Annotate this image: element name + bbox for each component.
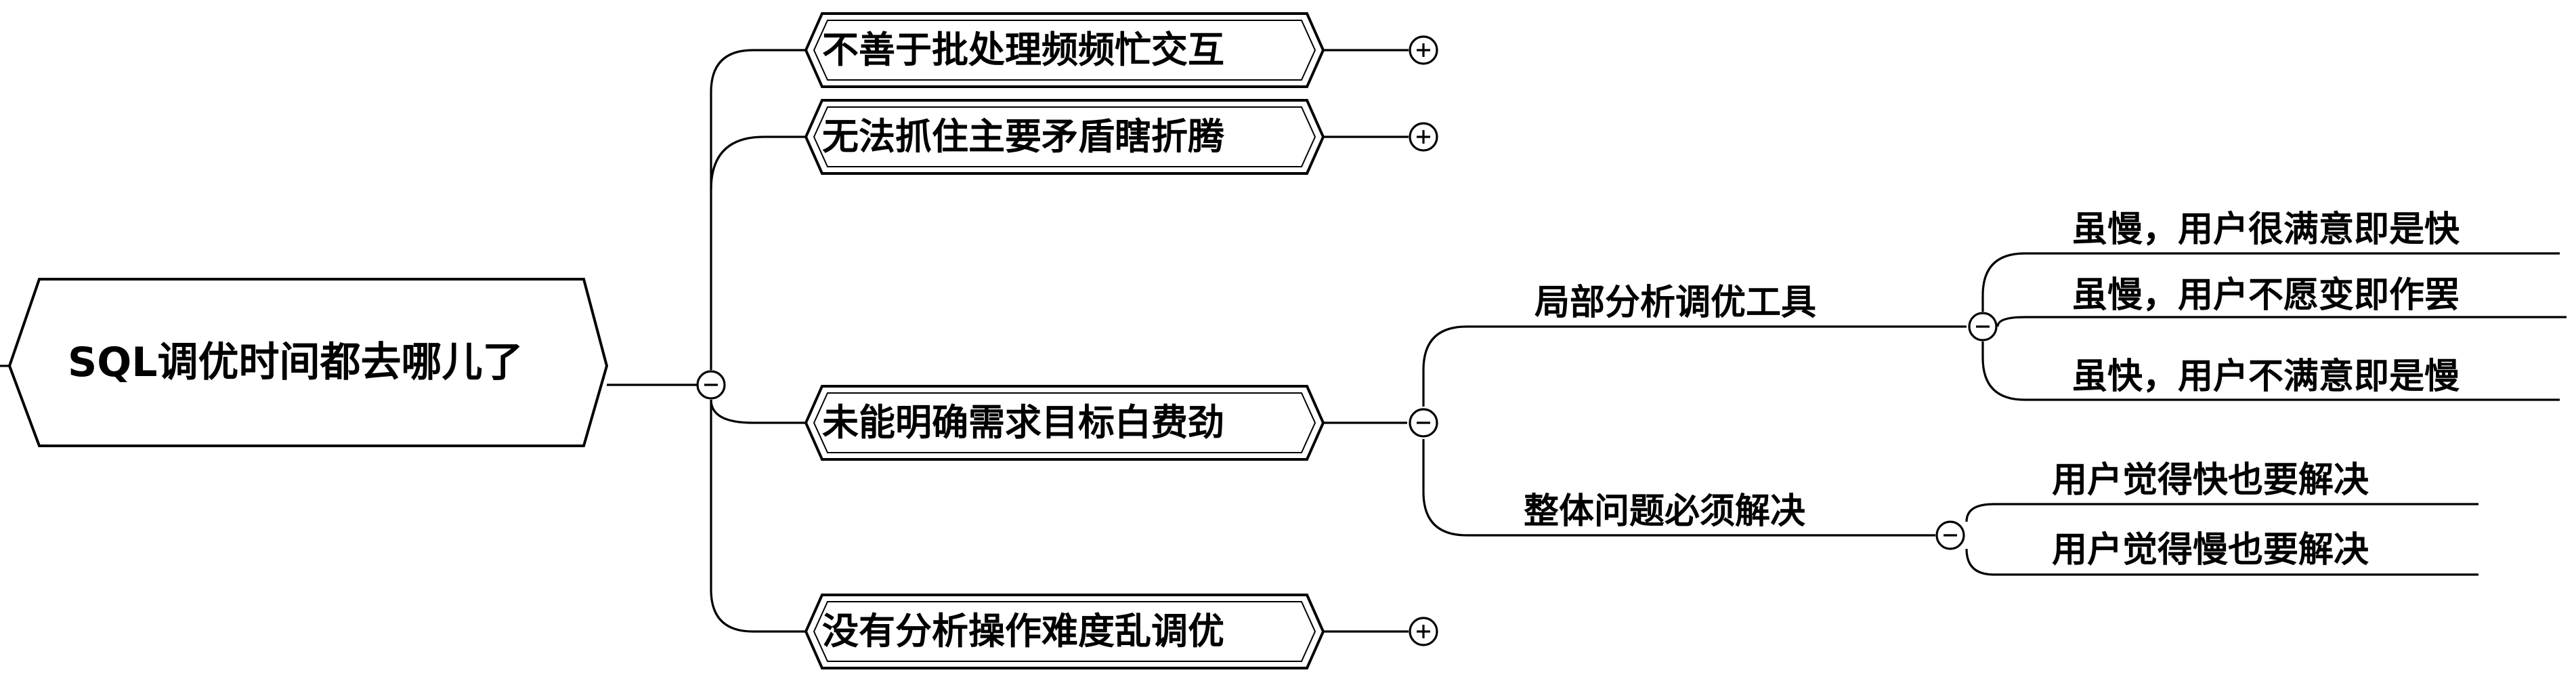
branch-4-shape [804, 594, 1325, 669]
line-sub-spine-lower [1422, 439, 1935, 537]
central-topic-label: SQL调优时间都去哪儿了 [68, 339, 523, 386]
branch-1-expand-toggle[interactable] [1409, 35, 1438, 65]
branch-2-shape [804, 99, 1325, 175]
leaf-3-label: 虽快，用户不满意即是慢 [2072, 356, 2460, 397]
central-collapse-toggle[interactable] [696, 370, 726, 400]
line-to-branch-2 [710, 136, 806, 190]
line-leaf-4 [1965, 503, 2478, 522]
central-node-shape [7, 278, 609, 447]
branch-2-label: 无法抓住主要矛盾瞎折腾 [822, 115, 1224, 158]
branch-3-collapse-toggle[interactable] [1409, 408, 1438, 438]
line-spine-bottom [710, 400, 806, 633]
branch-4-expand-toggle[interactable] [1409, 617, 1438, 646]
line-leaf-3 [1981, 342, 2560, 401]
branch-4-label: 没有分析操作难度乱调优 [822, 610, 1224, 653]
leaf-4-label: 用户觉得快也要解决 [2052, 460, 2369, 501]
sub-2-label: 整体问题必须解决 [1524, 491, 1806, 532]
sub-1-label: 局部分析调优工具 [1534, 283, 1817, 323]
line-leaf-1 [1981, 252, 2560, 312]
leaf-2-label: 虽慢，用户不愿变即作罢 [2072, 275, 2460, 316]
leaf-5-label: 用户觉得慢也要解决 [2052, 530, 2369, 571]
line-sub-spine [1422, 325, 1958, 407]
branch-1-label: 不善于批处理频频忙交互 [822, 28, 1224, 71]
line-leaf-5 [1965, 548, 2478, 576]
branch-2-expand-toggle[interactable] [1409, 122, 1438, 152]
line-leaf-2 [1996, 316, 2567, 327]
line-spine-top [710, 49, 806, 370]
branch-1-shape [804, 12, 1325, 88]
branch-3-label: 未能明确需求目标白费劲 [822, 401, 1224, 444]
branch-3-shape [804, 385, 1325, 461]
line-to-branch-3 [710, 399, 806, 424]
connector-lines [0, 49, 2567, 633]
sub-2-collapse-toggle[interactable] [1935, 520, 1965, 550]
leaf-1-label: 虽慢，用户很满意即是快 [2072, 209, 2460, 250]
sub-1-collapse-toggle[interactable] [1968, 312, 1998, 342]
